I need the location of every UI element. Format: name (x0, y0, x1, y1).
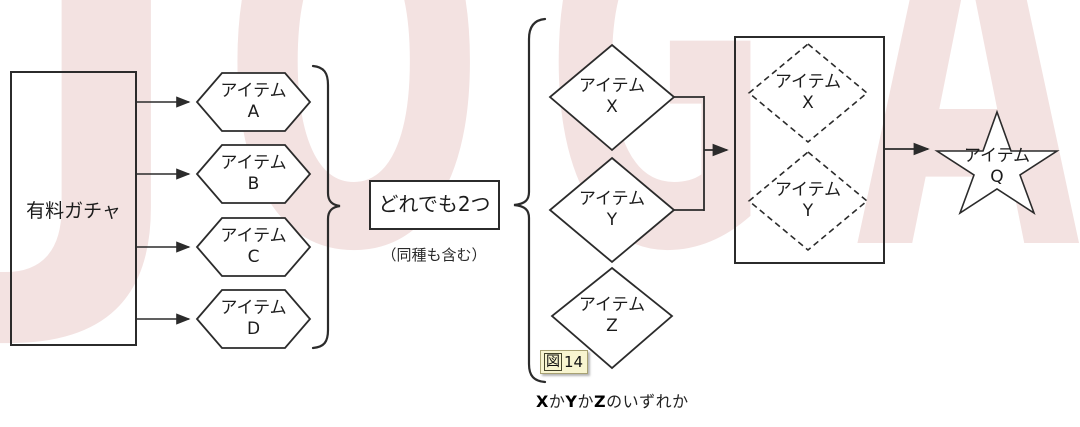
dashed-diamond-item-y (747, 150, 869, 252)
opening-brace (513, 17, 547, 384)
figure-icon: 図 (544, 353, 562, 371)
hexagon-item-b-label: アイテム B (220, 153, 287, 194)
diamond-item-x-label: アイテム X (578, 76, 646, 117)
dashed-diamond-item-x (747, 42, 869, 144)
same-type-note: （同種も含む） (381, 246, 487, 264)
paid-gacha-box (10, 71, 137, 346)
diamond-item-y-label: アイテム Y (578, 189, 646, 230)
result-item-y-label: アイテム Y (774, 180, 842, 221)
closing-brace (311, 64, 341, 350)
star-item-q-label: アイテム Q (963, 146, 1031, 187)
hexagon-item-c-label: アイテム C (220, 226, 287, 267)
hexagon-item-b (195, 144, 312, 204)
any-two-box (369, 180, 500, 230)
hexagon-item-d (195, 289, 312, 349)
diamond-item-x (548, 43, 676, 152)
diamond-item-y (548, 156, 676, 264)
hexagon-item-d-label: アイテム D (220, 298, 287, 339)
star-item-q (934, 109, 1060, 215)
footnote-x-y-z: XかYかZのいずれか (536, 392, 689, 411)
any-two-label: どれでも2つ (378, 192, 491, 216)
diamond-item-z-label: アイテム Z (578, 295, 646, 336)
figure-number: 14 (564, 353, 584, 371)
hexagon-item-a (195, 72, 312, 132)
result-item-x-label: アイテム X (774, 72, 842, 113)
paid-gacha-label: 有料ガチャ (26, 200, 121, 222)
result-box (734, 36, 885, 264)
diamond-item-z (550, 266, 674, 370)
hexagon-item-c (195, 217, 312, 277)
hexagon-item-a-label: アイテム A (220, 81, 287, 122)
